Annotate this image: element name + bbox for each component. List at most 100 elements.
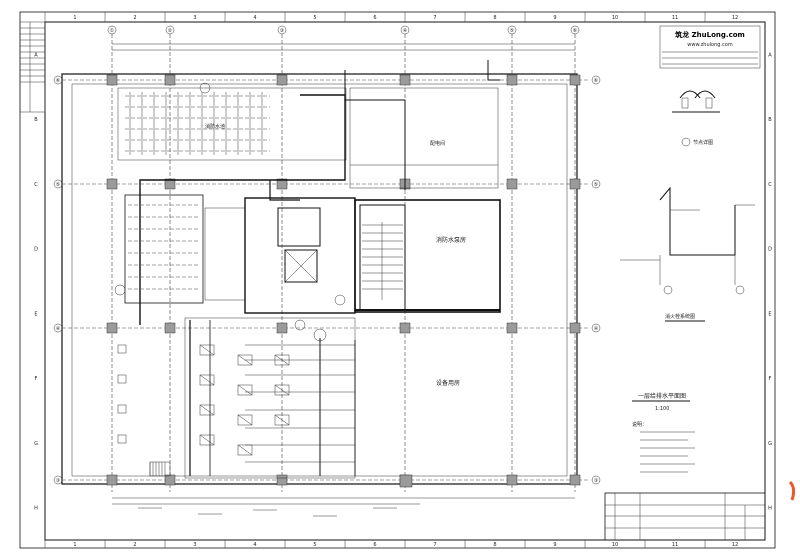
fixture bbox=[199, 404, 215, 416]
grid-label-top: ④ bbox=[403, 28, 408, 34]
column bbox=[106, 322, 118, 334]
outer-frame bbox=[19, 11, 776, 549]
border-number: 6 bbox=[373, 15, 376, 21]
border-number: 4 bbox=[253, 15, 256, 21]
border-letter: A bbox=[34, 52, 38, 58]
column bbox=[569, 178, 581, 190]
border-number: 9 bbox=[553, 542, 556, 548]
grid-label-side: ③ bbox=[56, 478, 60, 484]
grid-label-top: ⑤ bbox=[510, 28, 514, 34]
border-letter: A bbox=[768, 52, 772, 58]
svg-text:消防水泵房: 消防水泵房 bbox=[436, 236, 466, 244]
border-number: 4 bbox=[253, 542, 256, 548]
column bbox=[399, 74, 411, 86]
detail-title: 节点详图 bbox=[693, 139, 713, 146]
fixture bbox=[199, 344, 215, 356]
border-letter: C bbox=[34, 182, 38, 188]
border-number: 12 bbox=[732, 15, 738, 21]
system-diagram: 消火栓系统图 bbox=[620, 186, 755, 322]
svg-text:配电间: 配电间 bbox=[430, 140, 445, 147]
column bbox=[506, 322, 518, 334]
border-number: 9 bbox=[553, 15, 556, 21]
grid-label-side: ⑤ bbox=[594, 182, 598, 188]
border-number: 12 bbox=[732, 542, 738, 548]
border-number: 3 bbox=[193, 15, 196, 21]
border-letter: H bbox=[34, 506, 38, 512]
main-pipe bbox=[139, 94, 346, 325]
border-letter: G bbox=[34, 441, 38, 447]
column bbox=[164, 474, 176, 486]
room-right-mid bbox=[354, 199, 501, 313]
grid-label-top: ⑥ bbox=[573, 28, 578, 34]
grid-label-top: ① bbox=[110, 28, 115, 34]
column bbox=[569, 474, 581, 486]
border-number: 1 bbox=[73, 542, 76, 548]
grid-label-side: ⑥ bbox=[56, 78, 61, 84]
border-number: 7 bbox=[433, 15, 436, 21]
border-number: 7 bbox=[433, 542, 436, 548]
border-number: 3 bbox=[193, 542, 196, 548]
notes-title: 说明： bbox=[632, 421, 647, 428]
system-title: 消火栓系统图 bbox=[665, 313, 695, 320]
border-number: 8 bbox=[493, 15, 496, 21]
column bbox=[276, 178, 288, 190]
column bbox=[399, 322, 411, 334]
building-outline bbox=[61, 73, 578, 485]
border-number: 11 bbox=[672, 542, 678, 548]
border-number: 2 bbox=[133, 15, 136, 21]
grid-axes bbox=[62, 34, 590, 492]
core-shaft bbox=[244, 197, 356, 314]
border-letter: H bbox=[768, 506, 772, 512]
sprinkler-grid bbox=[125, 82, 270, 155]
column bbox=[569, 322, 581, 334]
column bbox=[164, 74, 176, 86]
plan-scale: 1:100 bbox=[655, 406, 669, 412]
plan-title-block: 一层给排水平面图 1:100 bbox=[632, 392, 690, 412]
column bbox=[276, 474, 288, 486]
fixture bbox=[199, 434, 215, 446]
orange-edge-mark bbox=[788, 480, 796, 501]
pump-room bbox=[204, 207, 246, 301]
border-letter: C bbox=[768, 182, 772, 188]
title-logo: 筑龙 ZhuLong.com www.zhulong.com bbox=[659, 25, 761, 69]
fixture bbox=[237, 384, 253, 396]
svg-text:设备用房: 设备用房 bbox=[436, 379, 460, 387]
logo-brand: 筑龙 ZhuLong.com bbox=[675, 30, 745, 39]
border-number: 6 bbox=[373, 542, 376, 548]
column bbox=[276, 322, 288, 334]
grid-label-top: ③ bbox=[280, 28, 284, 34]
revision-table bbox=[19, 21, 46, 113]
border-number: 5 bbox=[313, 15, 316, 21]
border-letter: D bbox=[768, 247, 772, 253]
column bbox=[506, 74, 518, 86]
border-number: 10 bbox=[612, 15, 618, 21]
border-letter: G bbox=[768, 441, 772, 447]
column bbox=[164, 322, 176, 334]
stairs bbox=[359, 204, 406, 311]
column bbox=[569, 74, 581, 86]
detail-section: 节点详图 bbox=[672, 90, 720, 147]
column bbox=[399, 474, 413, 488]
room-upper-left bbox=[117, 87, 347, 161]
fixture bbox=[237, 414, 253, 426]
border-letter: E bbox=[768, 311, 771, 317]
border-number: 1 bbox=[73, 15, 76, 21]
grid-label-side: ⑥ bbox=[594, 78, 599, 84]
border-letter: F bbox=[769, 376, 772, 382]
fixture bbox=[199, 374, 215, 386]
grid-label-side: ④ bbox=[56, 326, 61, 332]
fixture bbox=[274, 414, 290, 426]
column bbox=[506, 474, 518, 486]
border-letter: F bbox=[35, 376, 38, 382]
notes-block: 说明： bbox=[632, 421, 695, 473]
room-upper-right bbox=[349, 87, 499, 189]
elevator bbox=[284, 249, 318, 283]
title-block bbox=[604, 492, 766, 541]
border-number: 8 bbox=[493, 542, 496, 548]
column bbox=[506, 178, 518, 190]
column bbox=[106, 74, 118, 86]
